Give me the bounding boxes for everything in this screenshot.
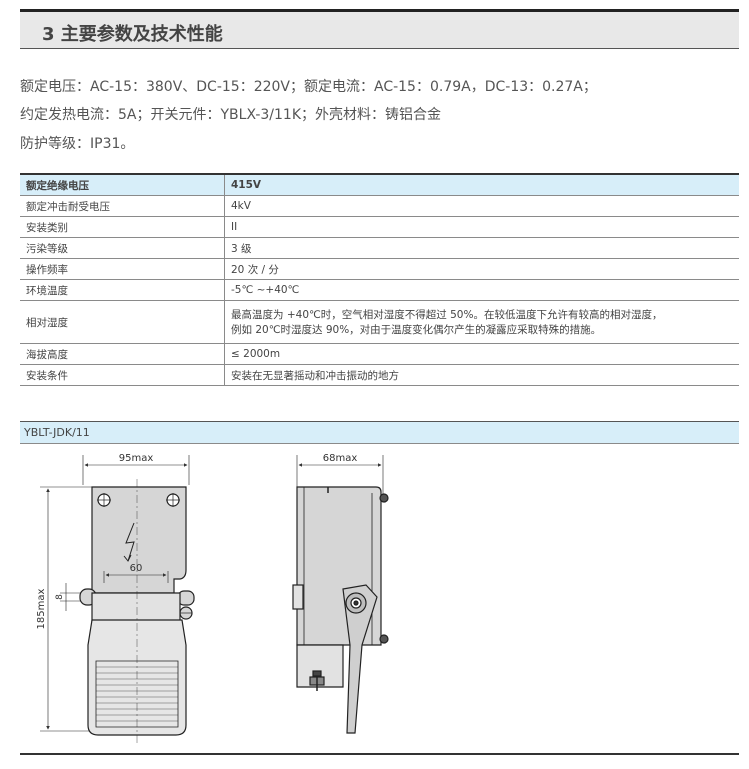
dim-width-side: 68max [323, 453, 358, 464]
row-label: 海拔高度 [20, 343, 225, 365]
dim-height: 185max [36, 588, 47, 629]
row-label: 额定冲击耐受电压 [20, 195, 225, 217]
technical-drawing: 95max 60 185max 8 68max [36, 453, 389, 743]
row-value: II [224, 216, 739, 238]
section-title: 3 主要参数及技术性能 [42, 24, 223, 45]
description-line-3: 防护等级：IP31。 [20, 136, 135, 152]
row-value: 安装在无显著摇动和冲击振动的地方 [224, 364, 739, 386]
side-view [292, 455, 389, 734]
bottom-rule [20, 753, 739, 755]
row-label: 污染等级 [20, 237, 225, 259]
row-value: ≤ 2000m [224, 343, 739, 365]
table-row: 安装条件 安装在无显著摇动和冲击振动的地方 [20, 364, 739, 386]
table-row: 环境温度 -5℃ ~+40℃ [20, 279, 739, 301]
row-value: 20 次 / 分 [224, 258, 739, 280]
table-row: 额定绝缘电压 415V [20, 173, 739, 196]
spec-table: 额定绝缘电压 415V 额定冲击耐受电压 4kV 安装类别 II 污染等级 3 … [20, 173, 739, 386]
row-label: 相对湿度 [20, 300, 225, 344]
row-value: -5℃ ~+40℃ [224, 279, 739, 301]
drawing-panel: YBLT-JDK/11 [20, 421, 739, 755]
drawing-title: YBLT-JDK/11 [20, 422, 739, 444]
description-line-2: 约定发热电流：5A；开关元件：YBLX-3/11K；外壳材料：铸铝合金 [20, 107, 442, 123]
row-value: 3 级 [224, 237, 739, 259]
dim-hole-spacing: 60 [130, 563, 143, 574]
table-row: 安装类别 II [20, 216, 739, 238]
row-value-line-2: 例如 20℃时湿度达 90%，对由于温度变化偶尔产生的凝露应采取特殊的措施。 [231, 324, 602, 336]
table-row: 海拔高度 ≤ 2000m [20, 343, 739, 365]
row-value: 最高温度为 +40℃时，空气相对湿度不得超过 50%。在较低温度下允许有较高的相… [224, 300, 739, 344]
row-value-line-1: 最高温度为 +40℃时，空气相对湿度不得超过 50%。在较低温度下允许有较高的相… [231, 309, 663, 321]
row-label: 环境温度 [20, 279, 225, 301]
row-label: 安装类别 [20, 216, 225, 238]
row-value: 415V [224, 173, 739, 196]
description-line-1: 额定电压：AC-15：380V、DC-15：220V；额定电流：AC-15：0.… [20, 79, 597, 95]
dim-width-front: 95max [119, 453, 154, 464]
front-view [40, 455, 195, 743]
row-label: 操作频率 [20, 258, 225, 280]
dim-slot: 8 [55, 594, 65, 600]
section-header: 3 主要参数及技术性能 [20, 9, 739, 49]
table-row: 污染等级 3 级 [20, 237, 739, 259]
table-row: 相对湿度 最高温度为 +40℃时，空气相对湿度不得超过 50%。在较低温度下允许… [20, 300, 739, 344]
table-row: 额定冲击耐受电压 4kV [20, 195, 739, 217]
row-label: 安装条件 [20, 364, 225, 386]
row-value: 4kV [224, 195, 739, 217]
table-row: 操作频率 20 次 / 分 [20, 258, 739, 280]
row-label: 额定绝缘电压 [20, 173, 225, 196]
